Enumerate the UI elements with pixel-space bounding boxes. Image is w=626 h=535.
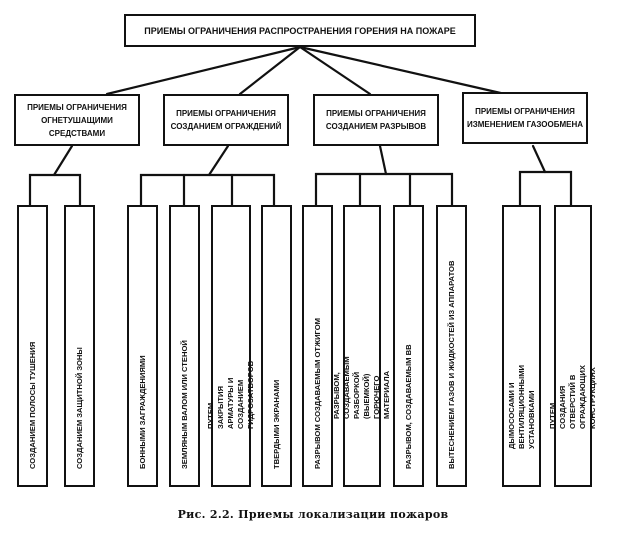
connector-root-cat1: [238, 45, 302, 96]
leaf-box: ПУТЕМ ЗАКРЫТИЯ АРМАТУРЫ И СОЗДАНИЕМ ГИДР…: [206, 205, 255, 487]
leaf-label: СОЗДАНИЕМ ПОЛОСЫ ТУШЕНИЯ: [27, 341, 37, 469]
leaf-label: РАЗРЫВОМ СОЗДАВАЕМЫМ ОТЖИГОМ: [312, 318, 322, 469]
category-label: ПРИЕМЫ ОГРАНИЧЕНИЯ СОЗДАНИЕМ ОГРАЖДЕНИЙ: [170, 109, 282, 131]
connector-root-cat2: [298, 45, 372, 96]
category-label: ПРИЕМЫ ОГРАНИЧЕНИЯ ОГНЕТУШАЩИМИ СРЕДСТВА…: [27, 102, 127, 138]
category-box-gaps: ПРИЕМЫ ОГРАНИЧЕНИЯ СОЗДАНИЕМ РАЗРЫВОВ: [313, 94, 439, 146]
leaf-box: СОЗДАНИЕМ ПОЛОСЫ ТУШЕНИЯ: [17, 205, 48, 487]
category-label: ПРИЕМЫ ОГРАНИЧЕНИЯ СОЗДАНИЕМ РАЗРЫВОВ: [325, 109, 427, 131]
leaf-box: РАЗРЫВОМ, СОЗДАВАЕМЫМ ВВ: [393, 205, 424, 487]
leaf-box: ТВЕРДЫМИ ЭКРАНАМИ: [261, 205, 292, 487]
leaf-label: ТВЕРДЫМИ ЭКРАНАМИ: [271, 379, 281, 469]
bracket-cat3: [518, 170, 573, 207]
leaf-box: БОННЫМИ ЗАГРАЖДЕНИЯМИ: [127, 205, 158, 487]
leaf-label: ЗЕМЛЯНЫМ ВАЛОМ ИЛИ СТЕНОЙ: [179, 340, 189, 469]
connector-cat2-bracket: [378, 144, 388, 176]
leaf-box: ВЫТЕСНЕНИЕМ ГАЗОВ И ЖИДКОСТЕЙ ИЗ АППАРАТ…: [436, 205, 467, 487]
leaf-label: ПУТЕМ ЗАКРЫТИЯ АРМАТУРЫ И СОЗДАНИЕМ ГИДР…: [206, 360, 255, 429]
connector-cat0-bracket: [52, 144, 74, 177]
connector-cat3-bracket: [531, 144, 547, 174]
bracket-cat2: [314, 172, 454, 207]
connector-root-cat3: [298, 45, 507, 96]
leaf-label: РАЗРЫВОМ, СОЗДАВАЕМЫМ ВВ: [403, 344, 413, 469]
leaf-box: РАЗРЫВОМ СОЗДАВАЕМЫМ ОТЖИГОМ: [302, 205, 333, 487]
leaf-label: ДЫМОСОСАМИ И ВЕНТИЛЯЦИОННЫМИ УСТАНОВКАМИ: [506, 364, 536, 449]
leaf-box: РАЗРЫВОМ, СОЗДАВАЕМЫМ РАЗБОРКОЙ (ВЫЕМКОЙ…: [332, 205, 391, 487]
leaf-label: СОЗДАНИЕМ ЗАЩИТНОЙ ЗОНЫ: [74, 347, 84, 469]
category-label: ПРИЕМЫ ОГРАНИЧЕНИЯ ИЗМЕНЕНИЕМ ГАЗООБМЕНА: [466, 107, 584, 129]
connector-root-cat0: [105, 45, 302, 96]
figure-caption: Рис. 2.2. Приемы локализации пожаров: [177, 508, 449, 521]
leaf-box: ПУТЕМ СОЗДАНИЯ ОТВЕРСТИЙ В ОГРАЖДАЮЩИХ К…: [548, 205, 597, 487]
leaf-label: РАЗРЫВОМ, СОЗДАВАЕМЫМ РАЗБОРКОЙ (ВЫЕМКОЙ…: [332, 356, 391, 419]
category-box-barriers: ПРИЕМЫ ОГРАНИЧЕНИЯ СОЗДАНИЕМ ОГРАЖДЕНИЙ: [163, 94, 289, 146]
root-box: ПРИЕМЫ ОГРАНИЧЕНИЯ РАСПРОСТРАНЕНИЯ ГОРЕН…: [124, 14, 476, 47]
leaf-box: ЗЕМЛЯНЫМ ВАЛОМ ИЛИ СТЕНОЙ: [169, 205, 200, 487]
leaf-label: БОННЫМИ ЗАГРАЖДЕНИЯМИ: [137, 355, 147, 469]
bracket-cat1: [139, 173, 276, 207]
leaf-box: ДЫМОСОСАМИ И ВЕНТИЛЯЦИОННЫМИ УСТАНОВКАМИ: [502, 205, 541, 487]
root-label: ПРИЕМЫ ОГРАНИЧЕНИЯ РАСПРОСТРАНЕНИЯ ГОРЕН…: [144, 25, 456, 36]
bracket-cat0: [28, 173, 82, 207]
category-box-gas-exchange: ПРИЕМЫ ОГРАНИЧЕНИЯ ИЗМЕНЕНИЕМ ГАЗООБМЕНА: [462, 92, 588, 144]
leaf-label: ПУТЕМ СОЗДАНИЯ ОТВЕРСТИЙ В ОГРАЖДАЮЩИХ К…: [548, 365, 597, 429]
category-box-extinguishing-agents: ПРИЕМЫ ОГРАНИЧЕНИЯ ОГНЕТУШАЩИМИ СРЕДСТВА…: [14, 94, 140, 146]
connector-cat1-bracket: [207, 144, 230, 177]
leaf-label: ВЫТЕСНЕНИЕМ ГАЗОВ И ЖИДКОСТЕЙ ИЗ АППАРАТ…: [446, 260, 456, 469]
leaf-box: СОЗДАНИЕМ ЗАЩИТНОЙ ЗОНЫ: [64, 205, 95, 487]
